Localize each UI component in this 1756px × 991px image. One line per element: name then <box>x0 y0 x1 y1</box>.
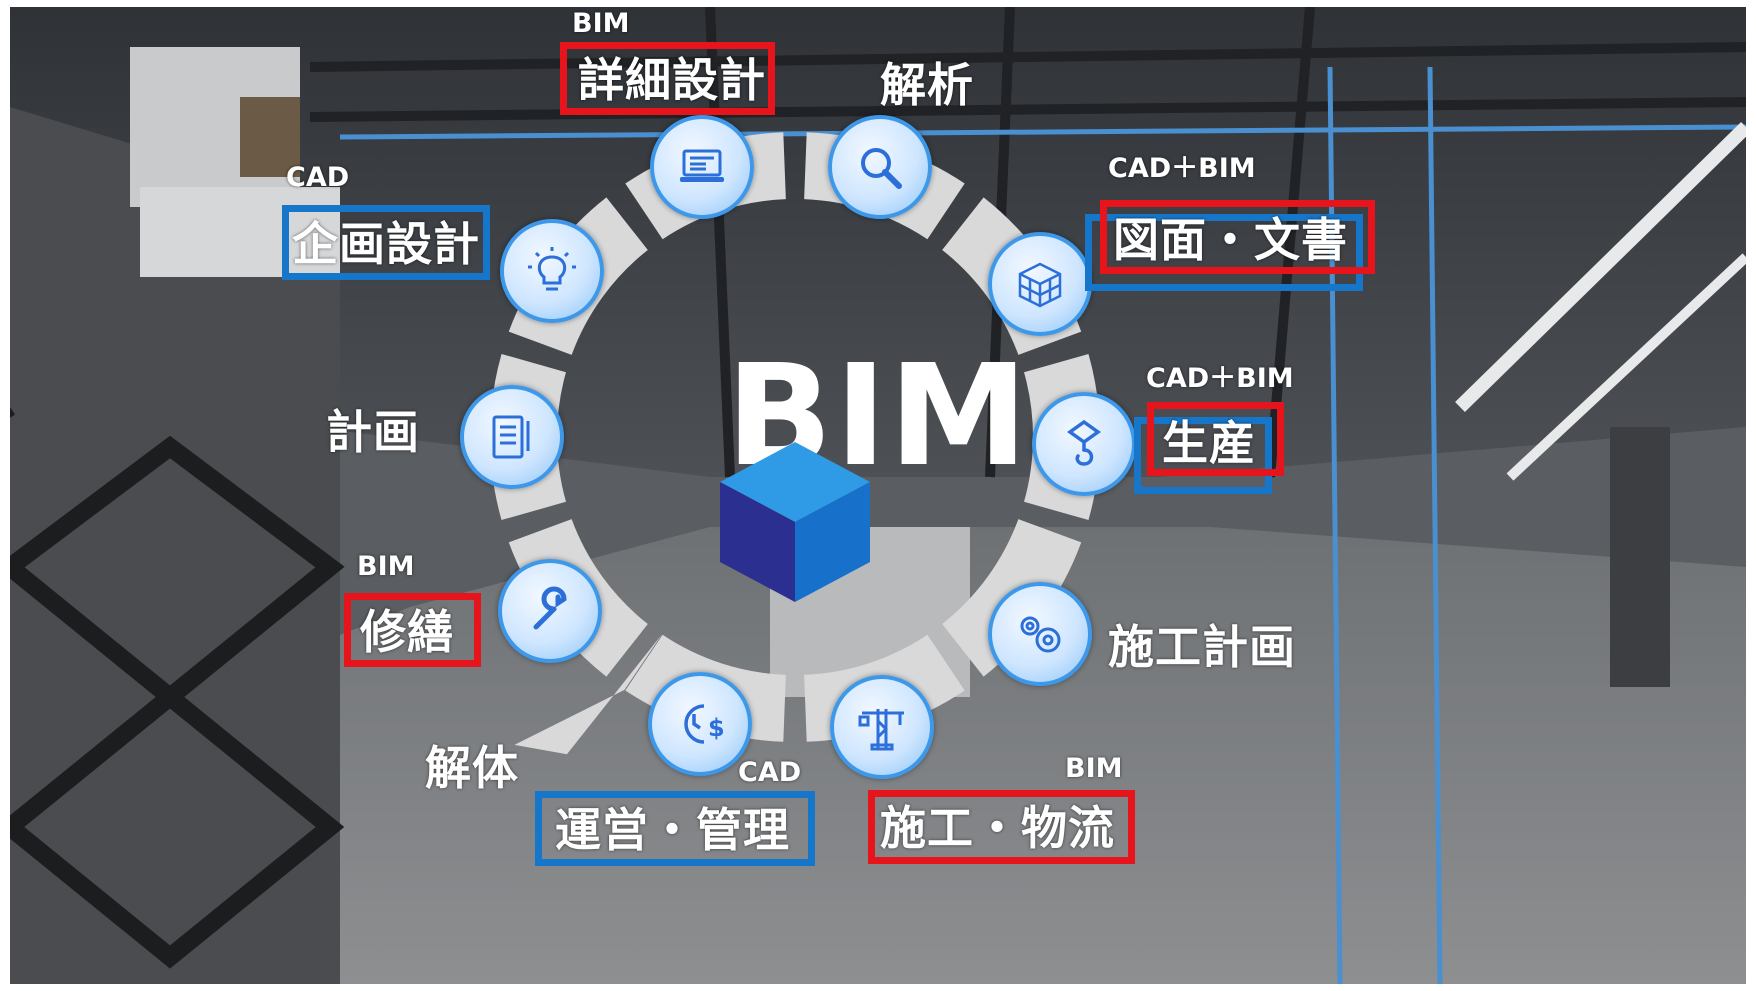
stage-operation-management: 運営・管理 <box>555 803 790 857</box>
stage-analysis: 解析 <box>880 58 974 112</box>
laptop-icon <box>650 115 754 219</box>
document-pencil-icon <box>460 385 564 489</box>
highlight-blue-operation <box>535 791 815 866</box>
cube-grid-icon <box>988 232 1092 336</box>
highlight-blue-production <box>1134 417 1272 494</box>
highlight-red-detail-design <box>560 42 775 115</box>
clock-dollar-icon: $ <box>648 672 752 776</box>
tag-operation: CAD <box>738 757 802 788</box>
ring-tail-segment <box>514 634 662 755</box>
tag-detail-design: BIM <box>572 8 630 39</box>
tag-construction-logistics: BIM <box>1065 753 1123 784</box>
highlight-red-production <box>1147 402 1284 476</box>
crane-hook-icon <box>1032 392 1136 496</box>
tag-concept-design: CAD <box>286 162 350 193</box>
gears-icon <box>988 582 1092 686</box>
center-title: BIM <box>725 335 1031 498</box>
highlight-red-drawings <box>1100 200 1375 274</box>
lightbulb-icon <box>500 219 604 323</box>
tag-repair: BIM <box>357 551 415 582</box>
highlight-red-construction-logistics <box>868 790 1135 864</box>
svg-text:$: $ <box>708 714 725 742</box>
highlight-red-repair <box>344 593 481 667</box>
magnifier-icon <box>828 115 932 219</box>
bim-cube-icon <box>720 442 870 602</box>
stage-construction-logistics: 施工・物流 <box>880 801 1115 855</box>
highlight-blue-concept-design <box>282 205 490 280</box>
stage-concept-design: 企画設計 <box>292 217 480 271</box>
stage-detail-design: 詳細設計 <box>578 53 766 107</box>
stage-planning: 計画 <box>326 405 420 459</box>
stage-drawings-documents: 図面・文書 <box>1113 213 1348 267</box>
stage-construction-planning: 施工計画 <box>1108 620 1296 674</box>
bim-lifecycle-diagram: BIM $ BIM 詳細設計 解析 CAD＋BIM 図面・文書 CA <box>10 7 1746 984</box>
tag-production: CAD＋BIM <box>1146 363 1294 394</box>
stage-production: 生産 <box>1162 416 1256 470</box>
tower-crane-icon <box>830 675 934 779</box>
stage-demolition: 解体 <box>425 741 519 795</box>
stage-repair: 修繕 <box>360 605 454 659</box>
tag-drawings: CAD＋BIM <box>1108 153 1256 184</box>
wrench-icon <box>498 559 602 663</box>
highlight-blue-drawings <box>1085 214 1363 291</box>
